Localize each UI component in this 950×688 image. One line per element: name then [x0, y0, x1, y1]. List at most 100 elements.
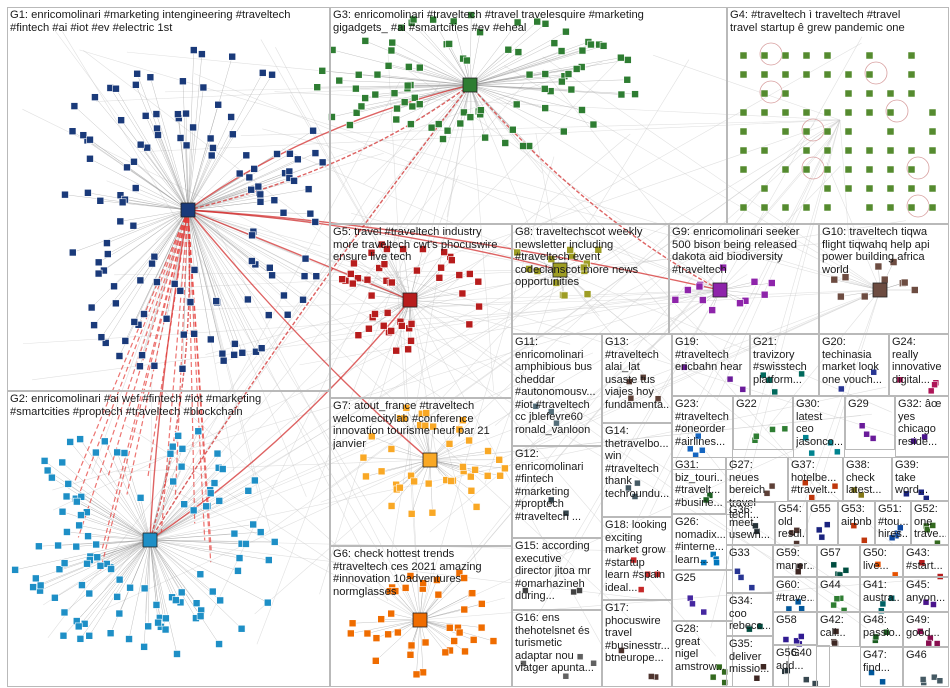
group-box-g53: G53: airbnb	[838, 501, 875, 545]
edge	[145, 115, 189, 211]
node	[840, 607, 848, 614]
edge	[149, 58, 621, 541]
edge	[149, 446, 173, 541]
edge	[187, 209, 212, 340]
node	[739, 127, 748, 136]
node	[411, 94, 419, 102]
edge	[187, 209, 410, 289]
edge	[345, 119, 841, 292]
edge	[419, 156, 555, 621]
edge	[187, 209, 448, 403]
node	[35, 542, 43, 551]
node	[771, 388, 778, 396]
edge	[79, 438, 151, 541]
node	[865, 146, 874, 155]
node	[445, 40, 453, 48]
node	[400, 98, 409, 107]
group-label-g25: G25	[675, 572, 696, 584]
node	[445, 623, 454, 632]
group-box-g56: G56: add...	[773, 645, 817, 687]
edge	[75, 498, 151, 541]
node	[928, 146, 937, 155]
node	[753, 432, 760, 440]
node	[466, 113, 475, 121]
node	[465, 436, 473, 445]
node	[513, 18, 522, 27]
node	[174, 110, 182, 118]
node	[244, 295, 252, 304]
edge	[469, 84, 583, 111]
edge	[187, 209, 236, 344]
node	[428, 508, 437, 517]
edge	[542, 56, 881, 291]
node	[739, 70, 748, 79]
node	[85, 631, 94, 640]
edge	[149, 81, 401, 541]
node	[113, 593, 121, 601]
edge	[187, 127, 194, 211]
edge	[391, 50, 471, 86]
node	[170, 280, 179, 288]
node	[879, 678, 886, 686]
group-box-g44: G44	[817, 577, 860, 612]
highlight-edge	[147, 209, 189, 477]
node	[227, 113, 235, 121]
edge	[104, 441, 151, 541]
node	[471, 466, 479, 474]
node	[808, 449, 815, 457]
hub-node	[552, 262, 568, 278]
edge	[365, 459, 431, 477]
node	[51, 593, 59, 602]
node	[154, 131, 162, 139]
node	[514, 48, 523, 56]
edge	[72, 209, 189, 253]
edge	[104, 84, 471, 590]
edge	[419, 619, 424, 673]
node	[264, 311, 273, 319]
node	[599, 42, 608, 50]
node	[713, 559, 720, 566]
node	[118, 198, 127, 207]
edge	[401, 27, 471, 86]
group-box-g36: G36: meet usewh...	[726, 502, 775, 545]
node	[180, 330, 188, 339]
node	[566, 246, 574, 254]
hub-node	[712, 282, 728, 298]
node	[387, 327, 396, 335]
node	[450, 637, 458, 645]
node	[387, 502, 396, 510]
node	[781, 165, 790, 174]
highlight-edge	[149, 84, 471, 541]
highlight-edge	[469, 84, 721, 291]
node	[125, 635, 133, 643]
node	[83, 559, 91, 568]
node	[459, 463, 467, 471]
edge	[802, 289, 881, 538]
node	[484, 447, 492, 455]
node	[823, 108, 832, 117]
node	[178, 364, 187, 373]
node	[739, 203, 748, 212]
group-label-g27: G27: neues bereich travel tech...	[729, 459, 766, 521]
edge	[260, 39, 411, 301]
edge	[186, 145, 189, 211]
edge	[94, 96, 189, 211]
node	[148, 259, 156, 268]
group-label-g14: G14: thetravelbo... win #traveltech than…	[605, 425, 669, 500]
node	[739, 108, 748, 117]
edge	[149, 448, 183, 541]
node	[230, 351, 238, 359]
node	[103, 239, 111, 247]
node	[550, 39, 559, 47]
node	[844, 127, 853, 136]
node	[196, 570, 205, 579]
node	[384, 62, 393, 70]
node	[440, 248, 448, 256]
edge	[548, 289, 721, 582]
node	[541, 85, 549, 93]
node	[886, 146, 895, 155]
group-box-g6: G6: check hottest trends #traveltech ces…	[330, 546, 512, 687]
node	[169, 477, 177, 486]
edge	[353, 263, 411, 301]
node	[888, 594, 895, 602]
